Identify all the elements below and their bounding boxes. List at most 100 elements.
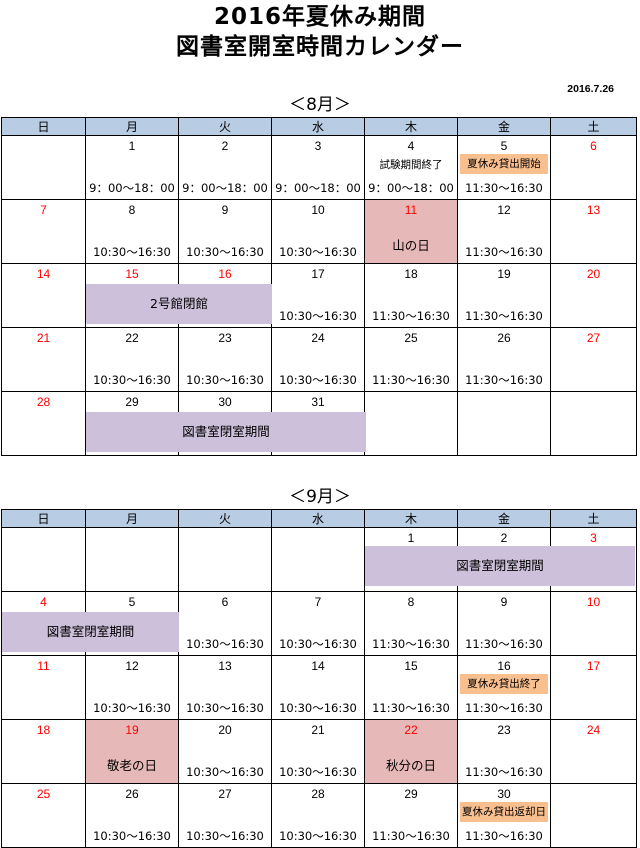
- day-cell: 1 9：00～18：00: [85, 135, 179, 200]
- day-cell: 25 11:30～16:30: [364, 327, 458, 392]
- day-number: 15: [404, 659, 418, 673]
- day-number: 1: [407, 531, 415, 545]
- weekday-thu: 木: [364, 117, 458, 136]
- weekday-wed: 水: [271, 509, 365, 528]
- day-number: 11: [37, 659, 50, 673]
- page-title-line1: 2016年夏休み期間: [213, 4, 426, 30]
- day-number: 10: [586, 595, 601, 609]
- holiday-label: 秋分の日: [385, 758, 436, 773]
- weekday-sun: 日: [1, 509, 86, 528]
- day-number: 6: [590, 139, 597, 153]
- day-number: 27: [586, 331, 601, 345]
- day-number: 18: [36, 723, 51, 737]
- day-number: 17: [586, 659, 601, 673]
- open-hours: 11:30～16:30: [465, 765, 543, 779]
- day-number: 23: [218, 331, 232, 345]
- day-number: 25: [404, 331, 418, 345]
- day-number: 14: [311, 659, 325, 673]
- open-hours: 11:30～16:30: [372, 373, 450, 387]
- day-number: 1: [128, 139, 136, 153]
- day-number: 9: [500, 595, 508, 609]
- day-number: 25: [36, 787, 51, 801]
- weekday-tue: 火: [178, 117, 272, 136]
- day-number: 8: [407, 595, 415, 609]
- open-hours: 10:30～16:30: [93, 373, 171, 387]
- day-cell: 4 図書室閉室期間: [1, 591, 179, 656]
- weekday-fri: 金: [457, 509, 551, 528]
- day-number: 20: [218, 723, 232, 737]
- weekday-sat: 土: [550, 117, 637, 136]
- open-hours: 11:30～16:30: [372, 309, 450, 323]
- day-cell-empty: [1, 135, 86, 200]
- open-hours: 11:30～16:30: [372, 701, 450, 715]
- day-cell: 10: [550, 591, 637, 656]
- open-hours: 10:30～16:30: [279, 829, 357, 843]
- day-number: 15: [125, 267, 139, 281]
- day-number: 6: [221, 595, 229, 609]
- open-hours: 11:30～16:30: [465, 245, 543, 259]
- day-number: 4: [40, 595, 47, 609]
- day-cell: 6: [550, 135, 637, 200]
- day-cell: 28: [1, 391, 86, 456]
- page-title-line2: 図書室開室時間カレンダー: [176, 34, 464, 60]
- day-cell: 27: [550, 327, 637, 392]
- day-number: 2: [221, 139, 229, 153]
- day-number: 12: [497, 203, 511, 217]
- closure-band: 図書室閉室期間: [365, 546, 635, 586]
- open-hours: 10:30～16:30: [186, 373, 264, 387]
- open-hours: 9：00～18：00: [89, 181, 175, 195]
- day-number: 2: [500, 531, 508, 545]
- day-number: 30: [218, 395, 232, 409]
- day-number: 21: [36, 331, 51, 345]
- day-number: 24: [311, 331, 325, 345]
- day-number: 14: [36, 267, 51, 281]
- day-number: 8: [128, 203, 136, 217]
- day-cell: 17: [550, 655, 637, 720]
- open-hours: 11:30～16:30: [465, 373, 543, 387]
- loan-return-tag: 夏休み貸出返却日: [460, 802, 548, 822]
- day-cell-empty: [364, 391, 458, 456]
- day-cell-empty: [85, 527, 179, 592]
- day-cell: 9 10:30～16:30: [178, 199, 272, 264]
- day-number: 27: [218, 787, 232, 801]
- day-cell: 15 11:30～16:30: [364, 655, 458, 720]
- day-number: 19: [125, 723, 139, 737]
- open-hours: 10:30～16:30: [186, 245, 264, 259]
- weekday-header-row: 日 月 火 水 木 金 土: [1, 509, 637, 528]
- day-cell-empty: [457, 391, 551, 456]
- open-hours: 10:30～16:30: [279, 765, 357, 779]
- month-heading-september: ＜9月＞: [289, 487, 351, 507]
- day-number: 31: [311, 395, 325, 409]
- closure-band: 図書室閉室期間: [2, 612, 179, 652]
- holiday-label: 山の日: [392, 238, 430, 253]
- day-number: 9: [221, 203, 229, 217]
- open-hours: 10:30～16:30: [93, 701, 171, 715]
- open-hours: 10:30～16:30: [279, 309, 357, 323]
- open-hours: 11:30～16:30: [372, 829, 450, 843]
